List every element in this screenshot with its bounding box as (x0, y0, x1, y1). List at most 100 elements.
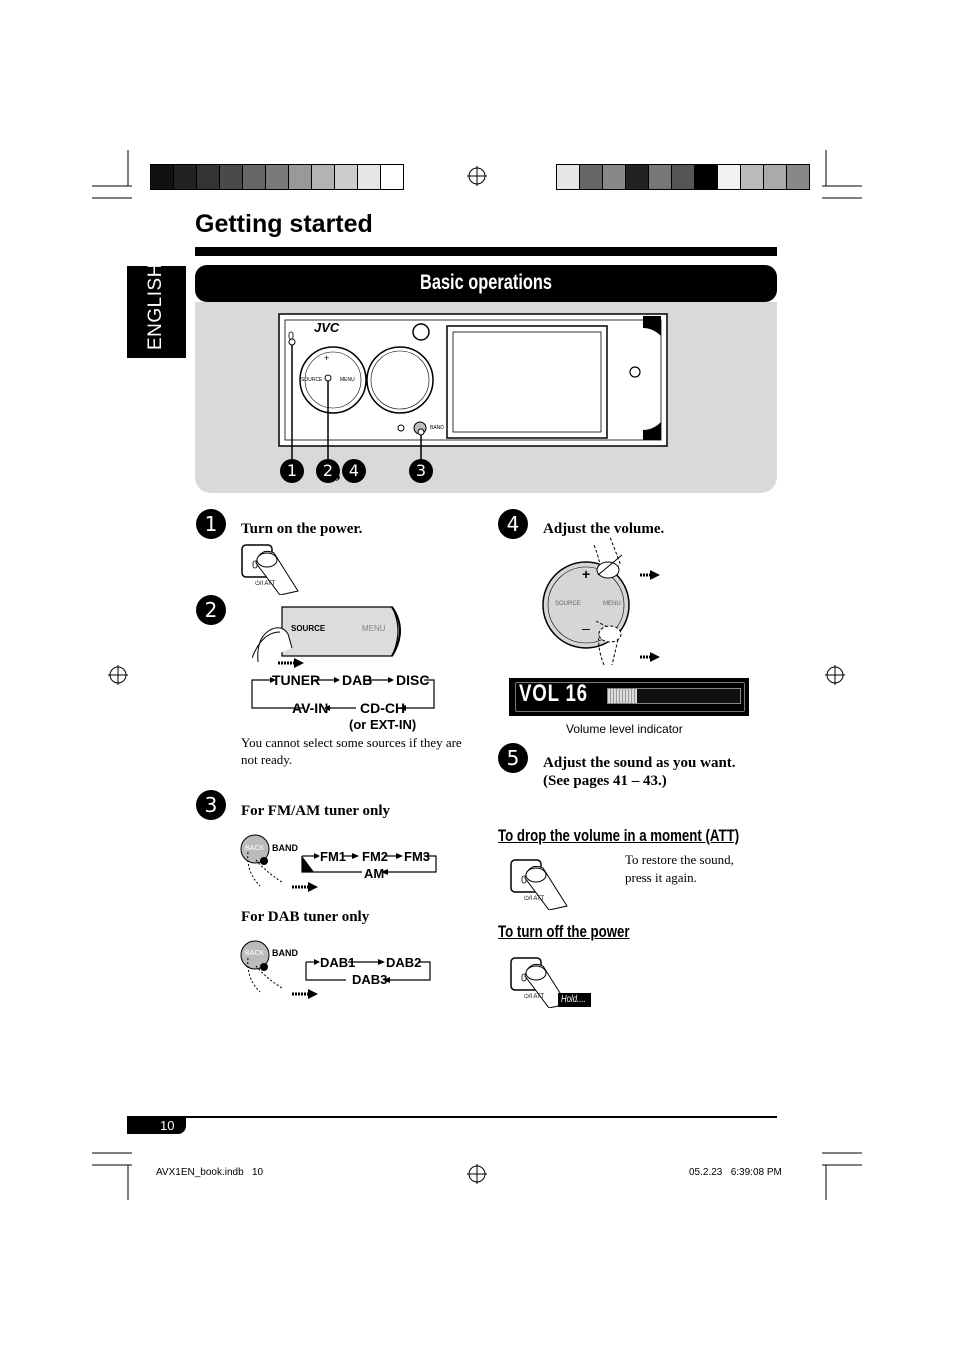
color-bar-right-swatch (787, 165, 809, 189)
color-bar-left-swatch (289, 165, 312, 189)
hold-badge: Hold.... (558, 993, 591, 1007)
volume-indicator-caption: Volume level indicator (566, 722, 683, 736)
step-4-badge: 4 (498, 509, 528, 539)
step-5-badge: 5 (498, 743, 528, 773)
color-bar-left-swatch (220, 165, 243, 189)
color-bar-right-swatch (603, 165, 626, 189)
color-bar-right-swatch (580, 165, 603, 189)
step-1-badge: 1 (196, 509, 226, 539)
callout-4: 4 (342, 459, 366, 483)
flow-dab1: DAB1 (320, 955, 356, 970)
flow-dab: DAB (342, 672, 373, 688)
volume-knob-source: SOURCE (555, 601, 581, 607)
registration-mark-left (108, 665, 128, 685)
page-number-tab: 10 (127, 1118, 186, 1134)
flow-tuner: TUNER (272, 672, 321, 688)
registration-mark-right (825, 665, 845, 685)
volume-knob-minus: – (582, 620, 590, 636)
step-2-knob-source: SOURCE (291, 624, 326, 633)
dab-band-diagram (240, 940, 431, 993)
device-illustration (278, 313, 668, 459)
step-5-line2: (See pages 41 – 43.) (543, 773, 667, 789)
source-cycle-arrows (251, 677, 435, 711)
language-tab-label: ENGLISH (145, 263, 166, 350)
source-knob (299, 346, 367, 414)
device-knob-plus: + (324, 353, 330, 363)
power-button-press-icon (241, 544, 299, 595)
dab-press-arrow-icon (292, 989, 318, 999)
color-bar-right-swatch (764, 165, 787, 189)
page-number: 10 (160, 1118, 175, 1133)
flow-fm1: FM1 (320, 849, 346, 864)
color-bar-right-swatch (649, 165, 672, 189)
att-heading: To drop the volume in a moment (ATT) (498, 826, 740, 845)
registration-mark-bottom (467, 1164, 487, 1184)
step-3-dab-heading: For DAB tuner only (241, 909, 370, 925)
color-bar-left-swatch (243, 165, 266, 189)
footer-file: AVX1EN_book.indb 10 (156, 1167, 264, 1178)
source-knob-press-icon (252, 606, 401, 663)
fm-band-diagram (240, 834, 437, 887)
power-off-button-label: ⏻/I ATT (524, 994, 545, 1000)
eject-button (412, 323, 430, 341)
volume-knob (366, 346, 434, 414)
color-bar-right (556, 164, 810, 190)
language-tab: ENGLISH (127, 263, 186, 358)
dab-back-label: BACK (245, 950, 265, 957)
color-bar-left-swatch (151, 165, 174, 189)
volume-display-text: VOL 16 (519, 680, 588, 707)
step-1-button-label: ⏻/I ATT (255, 581, 276, 587)
page-title: Getting started (195, 210, 373, 238)
step-2-turn-arrow-icon (278, 658, 304, 668)
device-knob-source: SOURCE (301, 377, 323, 383)
color-bar-right-swatch (741, 165, 764, 189)
color-bar-right-swatch (626, 165, 649, 189)
color-bar-left-swatch (381, 165, 403, 189)
color-bar-left-swatch (174, 165, 197, 189)
step-3-badge: 3 (196, 790, 226, 820)
fm-back-label: BACK (245, 845, 265, 852)
power-off-heading: To turn off the power (498, 922, 630, 941)
callout-1: 1 (280, 459, 304, 483)
step-4-text: Adjust the volume. (543, 521, 665, 537)
color-bar-left-swatch (335, 165, 358, 189)
device-screen (446, 325, 608, 439)
hold-label: Hold.... (561, 994, 586, 1005)
footer-rule (127, 1116, 777, 1118)
att-button-label: ⏻/I ATT (524, 896, 545, 902)
color-bar-left-swatch (197, 165, 220, 189)
volume-level-bar (607, 688, 741, 704)
section-bar: Basic operations (195, 265, 777, 302)
flow-dab2: DAB2 (386, 955, 422, 970)
color-bar-left-swatch (312, 165, 335, 189)
device-knob-menu: MENU (340, 377, 355, 383)
section-title: Basic operations (420, 271, 553, 294)
fm-band-label: BAND (272, 843, 298, 853)
volume-knob-plus: + (582, 566, 591, 582)
power-off-button-press-icon (510, 957, 568, 1008)
step-3-fm-heading: For FM/AM tuner only (241, 803, 391, 819)
color-bar-left (150, 164, 404, 190)
color-bar-right-swatch (672, 165, 695, 189)
step-2-note: You cannot select some sources if they a… (241, 735, 462, 767)
registration-mark-top (467, 166, 487, 186)
volume-knob-menu: MENU (603, 601, 621, 607)
volume-display: VOL 16 (509, 678, 749, 716)
att-button-press-icon (510, 859, 568, 910)
flow-am: AM (364, 866, 385, 881)
color-bar-right-swatch (718, 165, 741, 189)
callout-separator: , (336, 462, 341, 482)
step-5-line1: Adjust the sound as you want. (543, 755, 736, 771)
flow-ext-in: (or EXT-IN) (349, 717, 417, 732)
flow-dab3: DAB3 (352, 972, 388, 987)
power-button (288, 331, 294, 340)
flow-fm3: FM3 (404, 849, 430, 864)
device-logo: JVC (314, 320, 340, 335)
color-bar-left-swatch (266, 165, 289, 189)
device-band-label: BAND (430, 425, 444, 431)
color-bar-right-swatch (695, 165, 718, 189)
callout-2: 2 (316, 459, 340, 483)
flow-fm2: FM2 (362, 849, 388, 864)
color-bar-left-swatch (358, 165, 381, 189)
